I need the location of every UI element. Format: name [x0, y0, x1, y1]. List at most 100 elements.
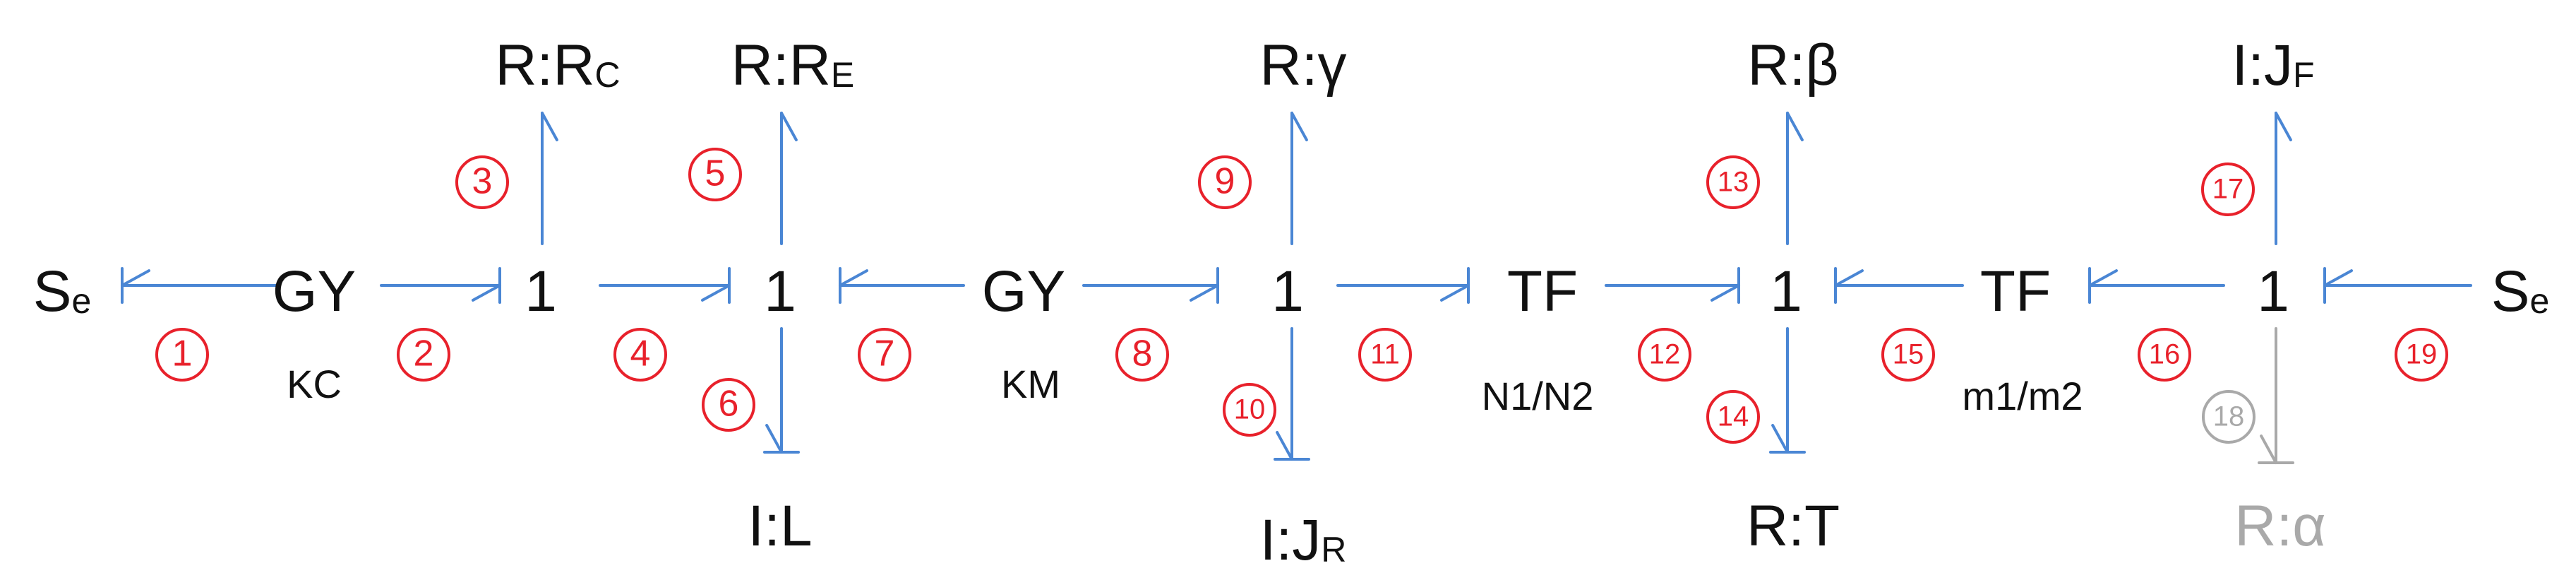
param-m-ratio: m1/m2 [1962, 374, 2083, 418]
bond-number-label: 1 [172, 333, 193, 374]
element-tf-1: TF [1507, 259, 1578, 324]
element-label: R:γ [1260, 33, 1347, 98]
bond-13 [1786, 112, 1804, 245]
bond-11 [1336, 267, 1470, 304]
element-subscript: F [2293, 55, 2315, 95]
bond-number-label: 15 [1893, 339, 1924, 370]
bond-5 [780, 112, 798, 245]
bond-1 [121, 267, 280, 304]
bond-7 [839, 267, 965, 304]
element-r-beta: R:β [1747, 33, 1838, 98]
bond-number-label: 3 [472, 161, 493, 202]
bond-number-16: 16 [2138, 328, 2191, 382]
element-subscript: E [831, 55, 854, 95]
bond-number-4: 4 [613, 328, 667, 382]
element-label: 1 [1770, 259, 1802, 324]
bond-number-label: 11 [1370, 339, 1400, 370]
bond-number-6: 6 [702, 378, 755, 432]
bond-number-label: 9 [1215, 161, 1235, 202]
element-j1-c: 1 [1271, 259, 1304, 324]
param-km: KM [1001, 362, 1060, 406]
bond-number-label: 17 [2212, 174, 2244, 205]
bond-number-7: 7 [858, 328, 911, 382]
bond-number-label: 19 [2406, 339, 2438, 370]
bonds-layer [121, 112, 2472, 464]
bond-number-2: 2 [397, 328, 450, 382]
element-gy-1: GY [272, 259, 356, 324]
bond-16 [2088, 267, 2225, 304]
element-label: R:T [1747, 494, 1840, 558]
bond-6 [763, 327, 800, 454]
element-j1-b: 1 [764, 259, 796, 324]
bond-number-3: 3 [455, 155, 509, 209]
bond-12 [1605, 267, 1740, 304]
element-label: 1 [1271, 259, 1304, 324]
bond-number-label: 6 [719, 384, 739, 425]
element-subscript: C [595, 55, 621, 95]
element-r-t: R:T [1747, 494, 1840, 558]
bond-number-label: 12 [1649, 339, 1681, 370]
bond-14 [1769, 327, 1806, 454]
element-label: S [2491, 259, 2530, 324]
element-j1-d: 1 [1770, 259, 1802, 324]
element-label: 1 [2257, 259, 2289, 324]
element-label: TF [1980, 259, 2051, 324]
element-j1-a: 1 [525, 259, 557, 324]
element-i-jr: I:JR [1260, 508, 1347, 572]
bond-4 [599, 267, 731, 304]
element-label: S [33, 259, 72, 324]
param-kc: KC [287, 362, 342, 406]
element-r-gamma: R:γ [1260, 33, 1347, 98]
bond-number-9: 9 [1198, 155, 1252, 209]
element-se-left: Se [33, 259, 92, 324]
bond-number-13: 13 [1706, 155, 1760, 209]
element-label: GY [982, 259, 1065, 324]
bond-number-label: 2 [414, 333, 434, 374]
bond-number-12: 12 [1638, 328, 1691, 382]
element-label: R:R [731, 33, 831, 98]
bond-number-label: 18 [2213, 401, 2245, 432]
bond-18 [2258, 327, 2294, 464]
element-label: GY [272, 259, 356, 324]
bond-number-17: 17 [2201, 163, 2255, 216]
element-r-re: R:RE [731, 33, 855, 98]
bond-number-label: 8 [1132, 333, 1153, 374]
bond-3 [541, 112, 558, 245]
element-label: TF [1507, 259, 1578, 324]
element-i-jf: I:JF [2231, 33, 2314, 98]
bond-2 [380, 267, 501, 304]
bond-15 [1834, 267, 1964, 304]
bond-number-5: 5 [688, 148, 742, 201]
bond-number-19: 19 [2395, 328, 2448, 382]
bond-number-14: 14 [1706, 390, 1760, 444]
element-label: I:J [1260, 508, 1322, 572]
bond-17 [2275, 112, 2292, 245]
bond-10 [1274, 327, 1310, 461]
element-label: 1 [525, 259, 557, 324]
element-tf-2: TF [1980, 259, 2051, 324]
element-subscript: R [1321, 530, 1346, 569]
bond-9 [1290, 112, 1308, 245]
element-r-rc: R:RC [495, 33, 620, 98]
bond-number-10: 10 [1223, 383, 1276, 437]
bond-number-18: 18 [2202, 390, 2256, 444]
element-label: I:L [748, 494, 812, 558]
element-label: R:R [495, 33, 594, 98]
element-j1-e: 1 [2257, 259, 2289, 324]
element-se-right: Se [2491, 259, 2550, 324]
element-subscript: e [71, 281, 91, 321]
element-label: R:α [2234, 494, 2325, 558]
element-label: I:J [2231, 33, 2293, 98]
bond-number-11: 11 [1358, 328, 1412, 382]
bond-number-15: 15 [1881, 328, 1935, 382]
element-label: R:β [1747, 33, 1838, 98]
element-gy-2: GY [982, 259, 1065, 324]
bond-number-label: 7 [875, 333, 895, 374]
bond-number-label: 16 [2149, 339, 2181, 370]
element-r-alpha: R:α [2234, 494, 2325, 558]
bond-8 [1082, 267, 1219, 304]
bond-19 [2323, 267, 2472, 304]
bond-number-label: 4 [630, 333, 651, 374]
